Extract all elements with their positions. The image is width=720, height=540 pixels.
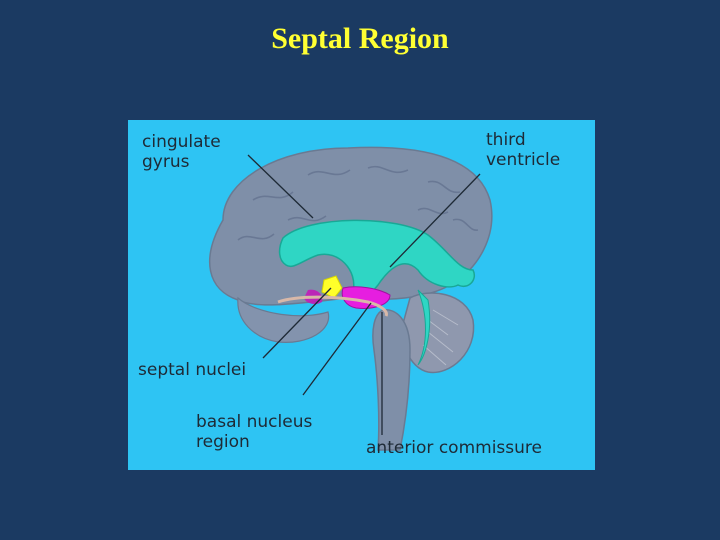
leader-lines: [247, 154, 481, 435]
slide-title: Septal Region: [271, 22, 449, 55]
leader-septal-nuclei: [262, 287, 332, 359]
brain-illustration: [209, 146, 493, 451]
label-third-ventricle: third ventricle: [486, 130, 560, 170]
lateral-ventricle: [278, 219, 475, 298]
label-septal-nuclei: septal nuclei: [138, 360, 247, 380]
label-cingulate-gyrus-line2: gyrus: [142, 152, 190, 172]
fourth-ventricle: [417, 289, 431, 366]
label-anterior-commissure: anterior commissure: [366, 438, 542, 458]
anterior-commissure-structure: [277, 295, 388, 317]
label-third-ventricle-line1: third: [486, 130, 526, 150]
temporal-lobe: [237, 296, 330, 343]
label-basal-nucleus-line1: basal nucleus: [196, 412, 313, 432]
brainstem: [372, 309, 411, 451]
leader-basal-nucleus: [302, 302, 372, 396]
label-third-ventricle-line2: ventricle: [486, 150, 561, 170]
gyri-texture: [237, 165, 479, 241]
label-basal-nucleus-line2: region: [196, 432, 250, 452]
leader-cingulate-gyrus: [247, 154, 314, 219]
brain-diagram: cingulate gyrus third ventricle septal n…: [128, 120, 595, 470]
label-basal-nucleus-region: basal nucleus region: [196, 412, 312, 452]
label-cingulate-gyrus: cingulate gyrus: [142, 132, 221, 172]
cerebellum: [401, 292, 475, 374]
leader-third-ventricle: [389, 173, 481, 268]
cerebellum-folia: [422, 309, 459, 366]
label-cingulate-gyrus-line1: cingulate: [142, 132, 221, 152]
